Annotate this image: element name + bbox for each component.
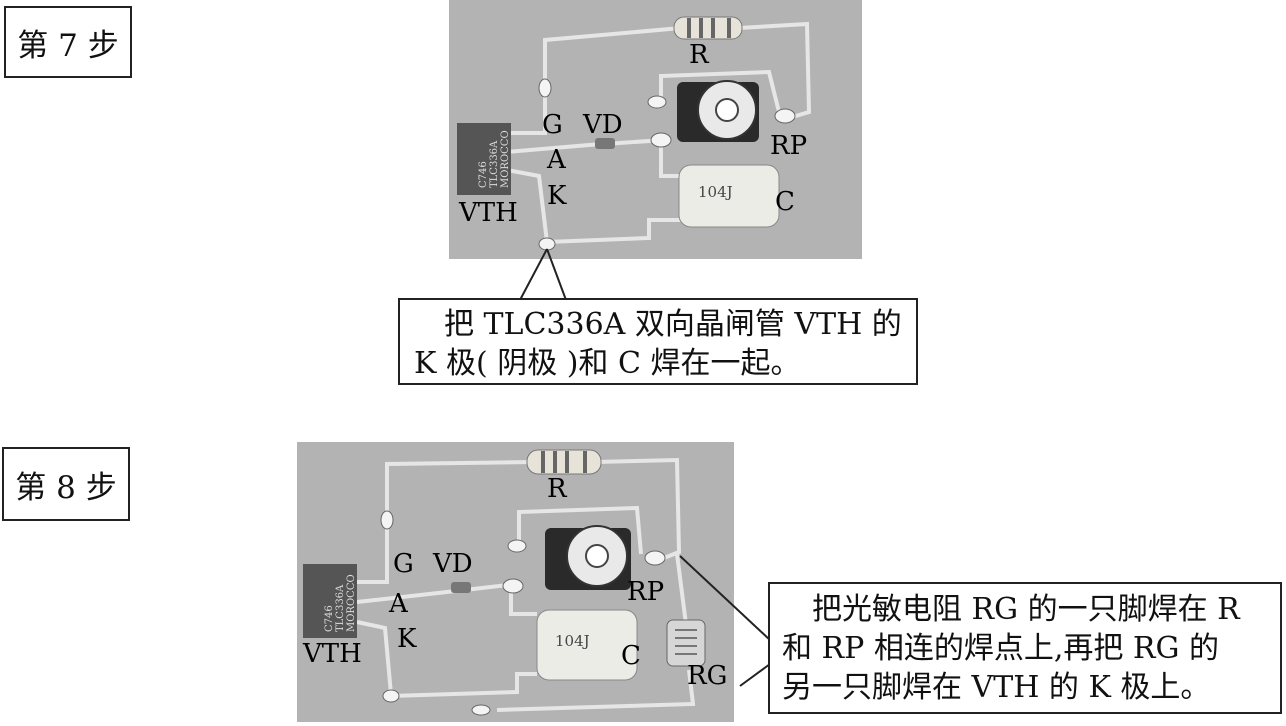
step8-wire-r-right (594, 457, 682, 562)
step8-joint (380, 510, 394, 530)
step7-callout-line: K 极( 阴极 )和 C 焊在一起。 (414, 346, 801, 381)
step7-wire-gate (507, 90, 547, 135)
step8-joint (644, 550, 666, 566)
step7-solder-joints (538, 78, 796, 251)
step8-solder-joints (380, 510, 666, 716)
step8-diac-body (451, 582, 471, 593)
step8-pointer-line (679, 555, 771, 641)
step8-callout: 把光敏电阻 RG 的一只脚焊在 R 和 RP 相连的焊点上,再把 RG 的 另一… (768, 582, 1282, 714)
step8-joint (507, 539, 527, 553)
step8-thyristor-body (303, 564, 357, 638)
step8-joint (502, 578, 524, 594)
step8-chip-line: C746 (324, 605, 335, 632)
step7-pointer-line (519, 248, 548, 301)
step7-wire-cap-top (659, 146, 679, 178)
step7-wire-cap-bottom (546, 218, 681, 244)
step8-callout-line: 和 RP 相连的焊点上,再把 RG 的 (782, 631, 1220, 666)
step7-callout-line: 把 TLC336A 双向晶闸管 VTH 的 (444, 307, 902, 342)
step7-joint (774, 108, 796, 124)
step7-label-c: C (775, 187, 795, 217)
step7-diac-body (595, 138, 615, 149)
step8-label: 第 8 步 (15, 469, 117, 506)
step8-pointer-line (739, 663, 771, 687)
step8-wire-rp-loop (517, 505, 643, 555)
step8-label-k: K (397, 624, 417, 654)
step8-label-r: R (547, 474, 568, 504)
step7-resistor-bands (687, 18, 731, 38)
step8-label-box: 第 8 步 (2, 447, 130, 521)
step8-label-c: C (621, 641, 641, 671)
step8-label-rg: RG (687, 661, 727, 691)
step8-wire-cap-top (509, 592, 537, 616)
step8-resistor-body (526, 449, 602, 475)
step7-joint (647, 95, 667, 109)
step7-capacitor-marking: 104J (698, 183, 733, 201)
step7-chip-line: MOROCCO (500, 130, 511, 188)
step7-circuit: 104J C746 TLC336A MOROCCO R RP C VTH VD … (457, 16, 812, 251)
step7-label-vd: VD (582, 110, 623, 140)
step8-photoresistor-pattern (675, 629, 697, 655)
step7-callout: 把 TLC336A 双向晶闸管 VTH 的 K 极( 阴极 )和 C 焊在一起。 (398, 298, 918, 385)
step8-label-vd: VD (432, 549, 473, 579)
step8-wires (356, 457, 696, 712)
step8-photo: 104J C746 TLC336A MOROCCO R RP C RG VTH … (297, 442, 734, 722)
step7-label-rp: RP (770, 131, 807, 161)
step7-wire-r-right (738, 21, 812, 120)
step7-label-box: 第 7 步 (4, 6, 132, 78)
step8-capacitor-body (536, 609, 638, 681)
step7-wire-rp-loop (659, 69, 781, 113)
step7-label-k: K (547, 181, 567, 211)
step8-wire-anode (356, 582, 518, 604)
step7-wires (506, 21, 812, 244)
step7-label-a: A (546, 145, 567, 175)
step8-wire-r-left (385, 460, 534, 522)
step8-joint (471, 704, 491, 716)
step8-wire-cap-bottom (390, 672, 537, 698)
step8-label-vth: VTH (302, 639, 362, 669)
step8-potentiometer-knob (585, 544, 609, 568)
step8-resistor-bands (541, 451, 587, 473)
step8-callout-line: 把光敏电阻 RG 的一只脚焊在 R (812, 592, 1240, 627)
step8-wire-gate (357, 522, 389, 584)
step8-callout-line: 另一只脚焊在 VTH 的 K 极上。 (782, 670, 1211, 705)
step7-chip-line: TLC336A (489, 140, 500, 188)
step8-circuit: 104J C746 TLC336A MOROCCO R RP C RG VTH … (302, 449, 727, 716)
step7-thyristor-body (457, 123, 511, 195)
step7-photo: 104J C746 TLC336A MOROCCO R RP C VTH VD … (449, 0, 862, 259)
step7-potentiometer-knob (715, 98, 739, 122)
step8-label-g: G (393, 549, 414, 579)
step7-wire-anode (506, 138, 665, 154)
step8-chip-line: MOROCCO (346, 574, 357, 632)
step7-joint (650, 132, 672, 148)
step8-wire-cathode (356, 620, 393, 695)
step8-wire-rg-bottom (496, 669, 696, 712)
step7-wire-cathode (506, 168, 549, 243)
step7-wire-r-left (543, 26, 682, 90)
step8-capacitor-marking: 104J (555, 632, 590, 650)
step7-chip-line: C746 (478, 161, 489, 188)
step8-chip-line: TLC336A (335, 584, 346, 632)
step7-label-r: R (689, 40, 710, 70)
step7-label-g: G (542, 110, 563, 140)
step7-label-vth: VTH (458, 198, 518, 228)
step7-label: 第 7 步 (17, 27, 119, 64)
step8-joint (382, 689, 400, 703)
step8-label-a: A (388, 589, 409, 619)
step7-capacitor-body (678, 164, 780, 228)
step8-label-rp: RP (627, 577, 664, 607)
step7-joint (538, 78, 552, 98)
step7-pointer-line (546, 248, 567, 301)
step8-wire-rg-top (675, 553, 689, 633)
